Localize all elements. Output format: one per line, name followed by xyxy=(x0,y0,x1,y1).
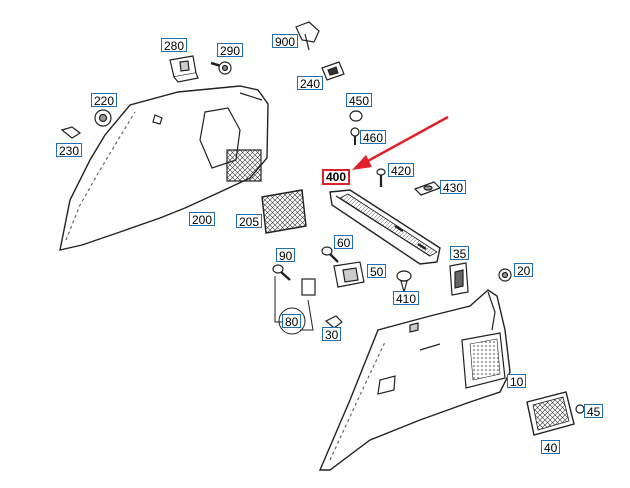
label-450[interactable]: 450 xyxy=(346,93,373,108)
label-40[interactable]: 40 xyxy=(541,440,561,455)
label-60[interactable]: 60 xyxy=(334,235,354,250)
part-290-screw xyxy=(210,61,232,75)
label-230[interactable]: 230 xyxy=(56,143,83,158)
label-900[interactable]: 900 xyxy=(272,34,299,49)
label-460[interactable]: 460 xyxy=(360,130,387,145)
part-900-clip xyxy=(295,21,320,51)
label-240[interactable]: 240 xyxy=(297,76,324,91)
label-290[interactable]: 290 xyxy=(217,43,244,58)
part-90-screw xyxy=(272,264,314,331)
label-420[interactable]: 420 xyxy=(388,163,415,178)
part-200-left-trim-panel xyxy=(59,85,269,251)
part-240-hook xyxy=(321,61,345,81)
part-30-clip xyxy=(324,315,343,329)
part-400-sill-cover xyxy=(329,189,441,265)
part-20-grommet xyxy=(498,268,512,282)
part-10-right-trim-panel xyxy=(318,289,511,471)
part-80-clip xyxy=(278,278,316,335)
label-430[interactable]: 430 xyxy=(440,180,467,195)
label-35[interactable]: 35 xyxy=(450,246,470,261)
part-35-handle xyxy=(449,262,469,296)
part-40-grille xyxy=(526,391,575,436)
part-280-cap xyxy=(169,55,199,83)
part-430-pad xyxy=(413,181,442,196)
label-80[interactable]: 80 xyxy=(282,314,302,329)
label-205[interactable]: 205 xyxy=(236,214,263,229)
label-400[interactable]: 400 xyxy=(322,169,351,185)
label-280[interactable]: 280 xyxy=(161,38,188,53)
part-205-net xyxy=(261,189,307,234)
part-45-clip xyxy=(575,404,585,414)
part-220-grommet xyxy=(94,109,112,127)
label-200[interactable]: 200 xyxy=(189,212,216,227)
highlight-arrow xyxy=(352,115,449,170)
label-90[interactable]: 90 xyxy=(276,248,296,263)
part-60-screw xyxy=(321,246,339,263)
label-30[interactable]: 30 xyxy=(322,327,342,342)
label-10[interactable]: 10 xyxy=(507,374,527,389)
part-410-rivet xyxy=(396,270,412,295)
part-450-cap xyxy=(349,110,363,122)
part-230-clip xyxy=(60,126,82,139)
part-420-screw xyxy=(376,168,386,187)
part-460-screw xyxy=(350,127,360,145)
label-45[interactable]: 45 xyxy=(584,404,604,419)
label-410[interactable]: 410 xyxy=(393,291,420,306)
label-20[interactable]: 20 xyxy=(514,263,534,278)
part-50-bracket xyxy=(333,261,365,288)
label-220[interactable]: 220 xyxy=(91,93,118,108)
label-50[interactable]: 50 xyxy=(367,264,387,279)
